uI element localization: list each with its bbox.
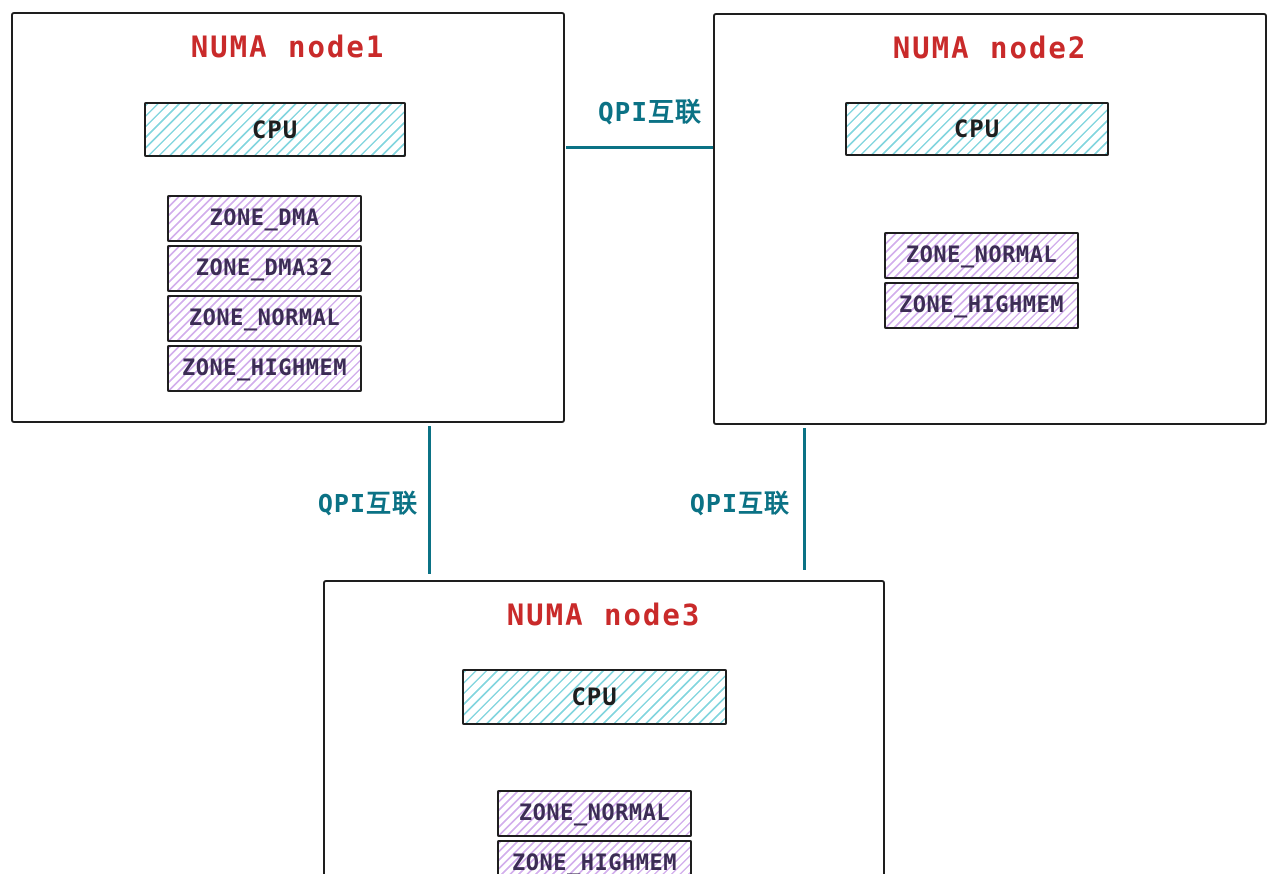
node2-cpu-box: CPU bbox=[845, 102, 1109, 156]
numa-node1-title: NUMA node1 bbox=[190, 30, 386, 64]
qpi-label-node1-node3: QPI互联 bbox=[317, 489, 418, 518]
qpi-link-node1-node3 bbox=[428, 426, 431, 574]
numa-node3-box: NUMA node3 CPU ZONE_NORMAL ZONE_HIGHMEM bbox=[323, 580, 885, 874]
numa-node2-box: NUMA node2 CPU ZONE_NORMAL ZONE_HIGHMEM bbox=[713, 13, 1267, 425]
numa-node1-box: NUMA node1 CPU ZONE_DMA ZONE_DMA32 ZONE_… bbox=[11, 12, 565, 423]
qpi-link-node1-node2 bbox=[566, 146, 713, 149]
qpi-label-node2-node3: QPI互联 bbox=[689, 489, 790, 518]
node1-zone-dma32: ZONE_DMA32 bbox=[167, 245, 362, 292]
numa-node3-title: NUMA node3 bbox=[506, 598, 702, 632]
node1-zone-stack: ZONE_DMA ZONE_DMA32 ZONE_NORMAL ZONE_HIG… bbox=[167, 195, 362, 392]
node1-zone-highmem: ZONE_HIGHMEM bbox=[167, 345, 362, 392]
node3-zone-stack: ZONE_NORMAL ZONE_HIGHMEM bbox=[497, 790, 692, 874]
qpi-label-node1-node2: QPI互联 bbox=[598, 98, 702, 128]
node1-cpu-label: CPU bbox=[251, 115, 299, 144]
node2-zone-stack: ZONE_NORMAL ZONE_HIGHMEM bbox=[884, 232, 1079, 329]
node3-zone-highmem: ZONE_HIGHMEM bbox=[497, 840, 692, 874]
qpi-link-node2-node3 bbox=[803, 428, 806, 570]
node2-zone-normal: ZONE_NORMAL bbox=[884, 232, 1079, 279]
node1-zone-dma: ZONE_DMA bbox=[167, 195, 362, 242]
node3-cpu-box: CPU bbox=[462, 669, 727, 725]
node3-zone-normal: ZONE_NORMAL bbox=[497, 790, 692, 837]
numa-node2-title: NUMA node2 bbox=[892, 31, 1088, 65]
node2-zone-highmem: ZONE_HIGHMEM bbox=[884, 282, 1079, 329]
node3-cpu-label: CPU bbox=[571, 683, 618, 711]
node1-zone-normal: ZONE_NORMAL bbox=[167, 295, 362, 342]
node2-cpu-label: CPU bbox=[953, 115, 1001, 143]
node1-cpu-box: CPU bbox=[144, 102, 406, 157]
